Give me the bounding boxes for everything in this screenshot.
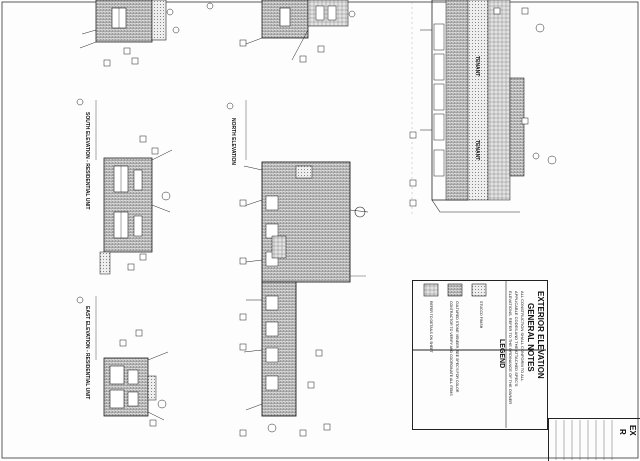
title-block-fragment: EX R <box>548 418 640 461</box>
legend-item-3: CONTRACTOR TO VERIFY AND COORDINATE ALL … <box>449 301 453 396</box>
label-tenant-1: TENANT <box>474 56 480 77</box>
elevation-top-left <box>79 0 180 67</box>
corner-label-2: R <box>618 429 627 435</box>
legend-title: LEGEND <box>498 339 505 369</box>
label-north-elevation: NORTH ELEVATION <box>230 118 236 166</box>
notes-body-line-3: ELEVATIONS. REFER TO THE ORDINANCE OF TH… <box>508 291 513 405</box>
elevation-residential-south <box>76 98 173 275</box>
label-east-elevation: EAST ELEVATION - RESIDENTIAL UNIT <box>84 306 90 400</box>
schedule-lines <box>555 420 613 460</box>
corner-label-1: EX <box>628 425 637 436</box>
label-south-elevation: SOUTH ELEVATION - RESIDENTIAL UNIT <box>84 112 90 210</box>
notes-body-line-2: APPLICABLE CODES AND THE ATTACHED SPEC'S <box>514 291 519 387</box>
notes-title-2: GENERAL NOTES <box>526 303 535 372</box>
elevation-residential-east <box>76 296 169 427</box>
legend-item-1: STUCCO FINISH <box>479 301 483 329</box>
elevation-top-middle <box>206 0 356 63</box>
notes-title-1: EXTERIOR ELEVATION <box>536 291 545 379</box>
elevation-tenant <box>409 0 557 213</box>
elevation-north <box>226 100 369 437</box>
general-notes-box: EXTERIOR ELEVATION GENERAL NOTES ALL CON… <box>412 280 548 430</box>
legend-item-4: REFER TO DETAILS ON SHEET <box>429 301 433 353</box>
legend-item-2: CULTURED STONE VENEER, SEE SPEC'S FOR CO… <box>455 301 459 393</box>
label-tenant-2: TENANT <box>474 140 480 161</box>
legend-swatches <box>412 280 546 428</box>
notes-body-line-1: ALL CONSTRUCTION SHALL CONFORM TO ALL <box>520 291 525 382</box>
